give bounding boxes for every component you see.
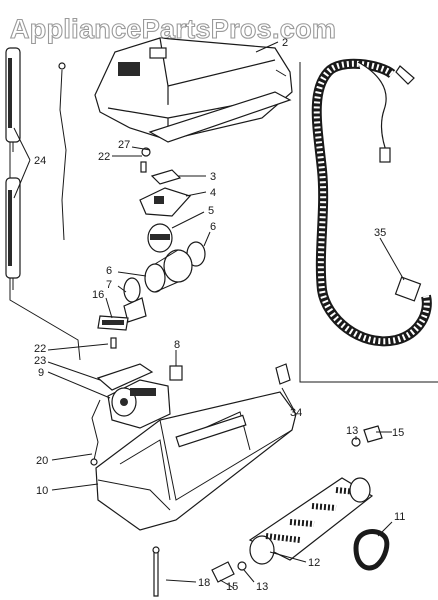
motor-bearing-part[interactable] [147, 223, 173, 253]
callout-18: 18 [198, 577, 210, 589]
callout-6-upper: 6 [210, 221, 216, 233]
switch-button-part[interactable] [150, 169, 182, 185]
hose-panel-frame [299, 62, 438, 383]
end-cap-part-15-lower[interactable] [211, 561, 235, 583]
callout-16: 16 [92, 289, 104, 301]
switch-housing-part[interactable] [139, 187, 192, 217]
callout-27: 27 [118, 139, 130, 151]
callout-22-lower: 22 [34, 343, 46, 355]
callout-22-upper: 22 [98, 151, 110, 163]
callout-34: 34 [290, 407, 302, 419]
bearing-washer-part-6-lower[interactable] [123, 277, 141, 303]
handle-tube-part[interactable] [5, 47, 21, 290]
callout-13-upper: 13 [346, 425, 358, 437]
hose-part[interactable] [311, 58, 432, 347]
housing-strap-part[interactable] [148, 91, 292, 143]
clip-part-8[interactable] [169, 365, 183, 381]
callout-12: 12 [308, 557, 320, 569]
drive-belt-part[interactable] [353, 529, 390, 571]
callout-13-lower: 13 [256, 581, 268, 593]
callout-24: 24 [34, 155, 46, 167]
fan-assembly-part[interactable] [144, 249, 193, 293]
callout-8: 8 [174, 339, 180, 351]
callout-9: 9 [38, 367, 44, 379]
callout-4: 4 [210, 187, 216, 199]
watermark-text: AppliancePartsPros.com [10, 14, 336, 44]
callout-3: 3 [210, 171, 216, 183]
callout-labels: 2 3 4 5 6 6 7 8 9 10 11 12 13 13 15 15 1… [34, 37, 405, 593]
motor-wire-part-20[interactable] [90, 399, 101, 466]
callout-15-lower: 15 [226, 581, 238, 593]
callout-20: 20 [36, 455, 48, 467]
callout-35: 35 [374, 227, 386, 239]
callout-7: 7 [106, 279, 112, 291]
callout-11: 11 [394, 511, 405, 523]
motor-part[interactable] [107, 379, 171, 429]
callout-23: 23 [34, 355, 46, 367]
bearing-part-13-lower[interactable] [237, 561, 247, 571]
bracket-part-7[interactable] [123, 297, 147, 323]
screw-part-18[interactable] [152, 546, 160, 597]
base-nozzle-part[interactable] [95, 391, 297, 531]
gasket-part-16[interactable] [97, 315, 129, 331]
leader-lines [13, 41, 405, 589]
callout-5: 5 [208, 205, 214, 217]
screw-part-22-lower[interactable] [110, 337, 117, 349]
end-cap-part-15-upper[interactable] [363, 425, 383, 443]
callout-2: 2 [282, 37, 288, 49]
power-cord-part[interactable] [58, 62, 67, 241]
callout-15-upper: 15 [392, 427, 404, 439]
bracket-part-34[interactable] [275, 363, 291, 385]
screw-part-22-upper[interactable] [140, 161, 147, 173]
motor-mount-part-23[interactable] [96, 363, 154, 391]
callout-6-lower: 6 [106, 265, 112, 277]
callout-10: 10 [36, 485, 48, 497]
